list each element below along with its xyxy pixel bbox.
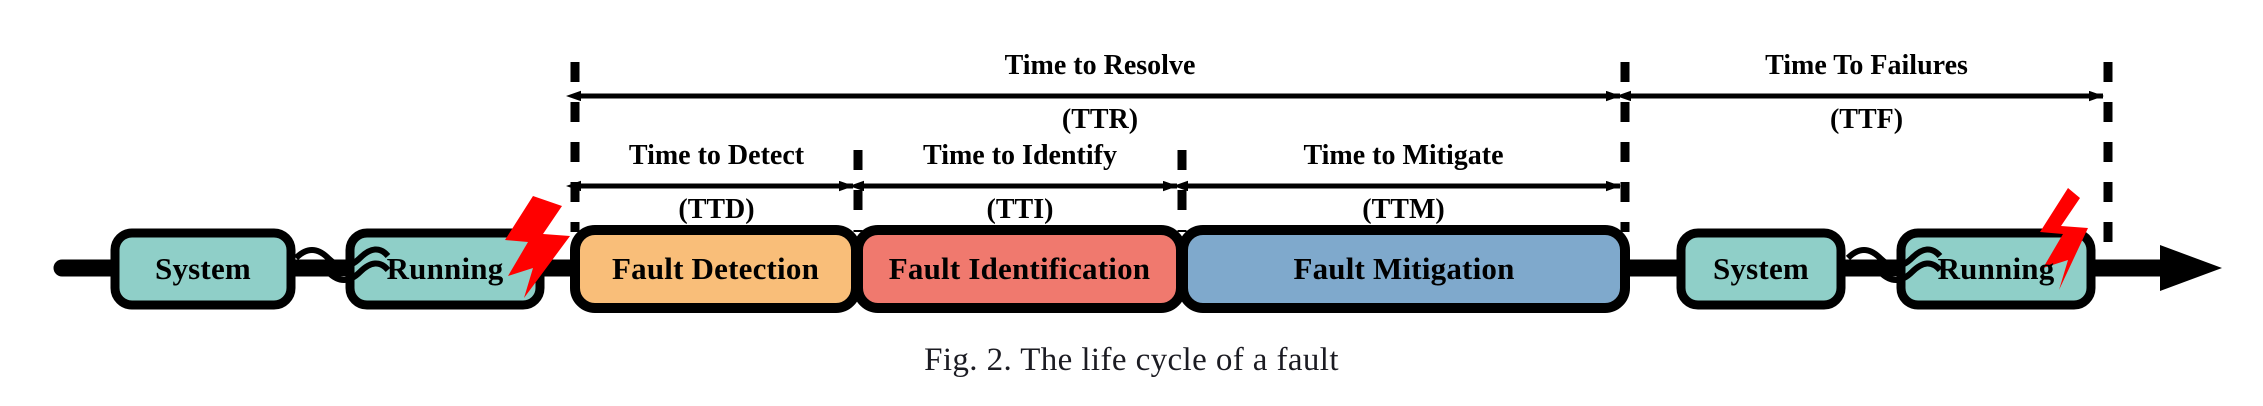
state-box-fault-identification[interactable] bbox=[853, 225, 1186, 313]
lightning-bolt-group bbox=[505, 188, 2088, 298]
span-name-ttr: Time to Resolve bbox=[1004, 50, 1196, 81]
span-name-ttm: Time to Mitigate bbox=[1303, 140, 1504, 171]
state-box-fault-mitigation[interactable] bbox=[1178, 225, 1630, 313]
span-name-tti: Time to Identify bbox=[923, 140, 1117, 171]
lightning-bolt-next-failure bbox=[2040, 188, 2088, 290]
span-abbr-ttf: (TTF) bbox=[1829, 104, 1904, 135]
span-abbr-ttm: (TTM) bbox=[1362, 194, 1445, 225]
span-name-ttd: Time to Detect bbox=[628, 140, 805, 171]
state-box-system-left[interactable] bbox=[110, 228, 296, 310]
state-box-running-right[interactable] bbox=[1896, 228, 2096, 310]
state-box-running-left[interactable] bbox=[345, 228, 545, 310]
figure-caption: Fig. 2. The life cycle of a fault bbox=[924, 342, 1339, 378]
span-abbr-ttr: (TTR) bbox=[1061, 104, 1139, 135]
elapsed-time-squiggle-group bbox=[293, 246, 1943, 283]
state-box-group bbox=[110, 225, 2096, 313]
span-abbr-ttd: (TTD) bbox=[678, 194, 755, 225]
squiggle-left-icon bbox=[293, 246, 391, 283]
squiggle-right-icon bbox=[1845, 246, 1943, 283]
state-box-fault-detection[interactable] bbox=[570, 225, 861, 313]
span-name-ttf: Time To Failures bbox=[1765, 50, 1968, 81]
state-box-system-right[interactable] bbox=[1676, 228, 1846, 310]
span-abbr-tti: (TTI) bbox=[986, 194, 1054, 225]
lightning-bolt-fault-start bbox=[505, 196, 570, 298]
